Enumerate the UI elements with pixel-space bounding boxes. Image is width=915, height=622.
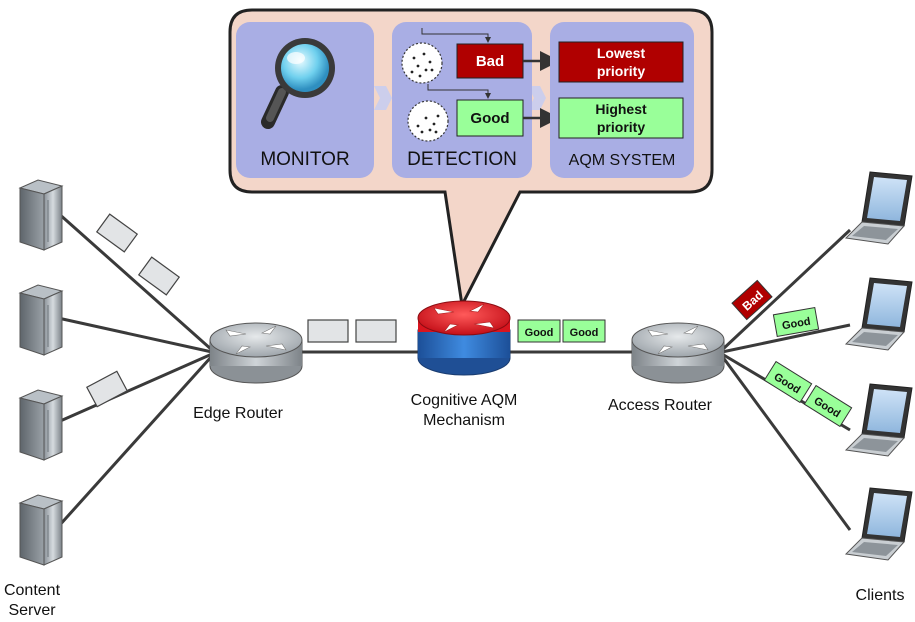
server-icon bbox=[18, 179, 64, 251]
server-icon bbox=[18, 389, 64, 461]
detection-panel: Bad Good DETECTION bbox=[392, 22, 532, 178]
packet bbox=[137, 256, 181, 296]
highest-priority-line1: Highest bbox=[595, 101, 647, 117]
aqm-system-label: AQM SYSTEM bbox=[569, 152, 676, 169]
cluster-good-icon bbox=[407, 100, 449, 142]
aqm-system-panel: Lowest priority Highest priority AQM SYS… bbox=[550, 22, 694, 178]
lowest-priority-line1: Lowest bbox=[597, 45, 646, 61]
magnifier-icon bbox=[261, 38, 335, 129]
monitor-label: MONITOR bbox=[260, 149, 349, 170]
detection-good-box bbox=[456, 99, 524, 137]
good-packet-label: Good bbox=[525, 327, 554, 339]
flow-chevrons bbox=[374, 86, 546, 110]
good-packet-label: Good bbox=[781, 316, 811, 333]
good-packet bbox=[803, 384, 853, 428]
good-packet bbox=[517, 319, 561, 343]
content-servers bbox=[18, 179, 64, 566]
good-packet bbox=[763, 360, 813, 404]
good-packet-label: Good bbox=[570, 327, 599, 339]
detection-bad-box bbox=[456, 43, 524, 79]
laptop-icon bbox=[844, 383, 913, 457]
packet bbox=[86, 370, 128, 408]
good-packet bbox=[562, 319, 606, 343]
laptop-icon bbox=[844, 487, 913, 561]
content-server-label-line2: Server bbox=[8, 602, 56, 619]
cluster-bad-icon bbox=[401, 42, 443, 84]
aqm-router-label-line2: Mechanism bbox=[423, 412, 505, 429]
content-server-label-line1: Content bbox=[4, 582, 61, 599]
client-packets: Bad Good Good Good bbox=[731, 279, 853, 428]
detection-label: DETECTION bbox=[407, 149, 517, 170]
access-router-label: Access Router bbox=[608, 397, 713, 414]
packet bbox=[307, 319, 349, 343]
monitor-panel: MONITOR bbox=[236, 22, 374, 178]
highest-priority-line2: priority bbox=[597, 119, 645, 135]
clients bbox=[844, 171, 913, 561]
edge-router-icon bbox=[209, 322, 303, 384]
lowest-priority-box bbox=[558, 41, 684, 83]
gray-packets bbox=[86, 213, 397, 408]
packet bbox=[95, 213, 139, 253]
lowest-priority-line2: priority bbox=[597, 63, 645, 79]
cognitive-aqm-router-icon bbox=[417, 300, 511, 376]
server-icon bbox=[18, 494, 64, 566]
edge-router-label: Edge Router bbox=[193, 405, 284, 422]
detection-good-label: Good bbox=[470, 110, 509, 127]
bad-packet bbox=[731, 279, 773, 321]
aqm-router-label-line1: Cognitive AQM bbox=[411, 392, 518, 409]
good-packet bbox=[772, 306, 820, 338]
detection-bad-label: Bad bbox=[476, 53, 504, 70]
highest-priority-box bbox=[558, 97, 684, 139]
clients-label: Clients bbox=[856, 587, 905, 604]
laptop-icon bbox=[844, 277, 913, 351]
packet bbox=[355, 319, 397, 343]
server-icon bbox=[18, 284, 64, 356]
laptop-icon bbox=[844, 171, 913, 245]
good-packets-link: Good Good bbox=[517, 319, 606, 343]
access-router-icon bbox=[631, 322, 725, 384]
